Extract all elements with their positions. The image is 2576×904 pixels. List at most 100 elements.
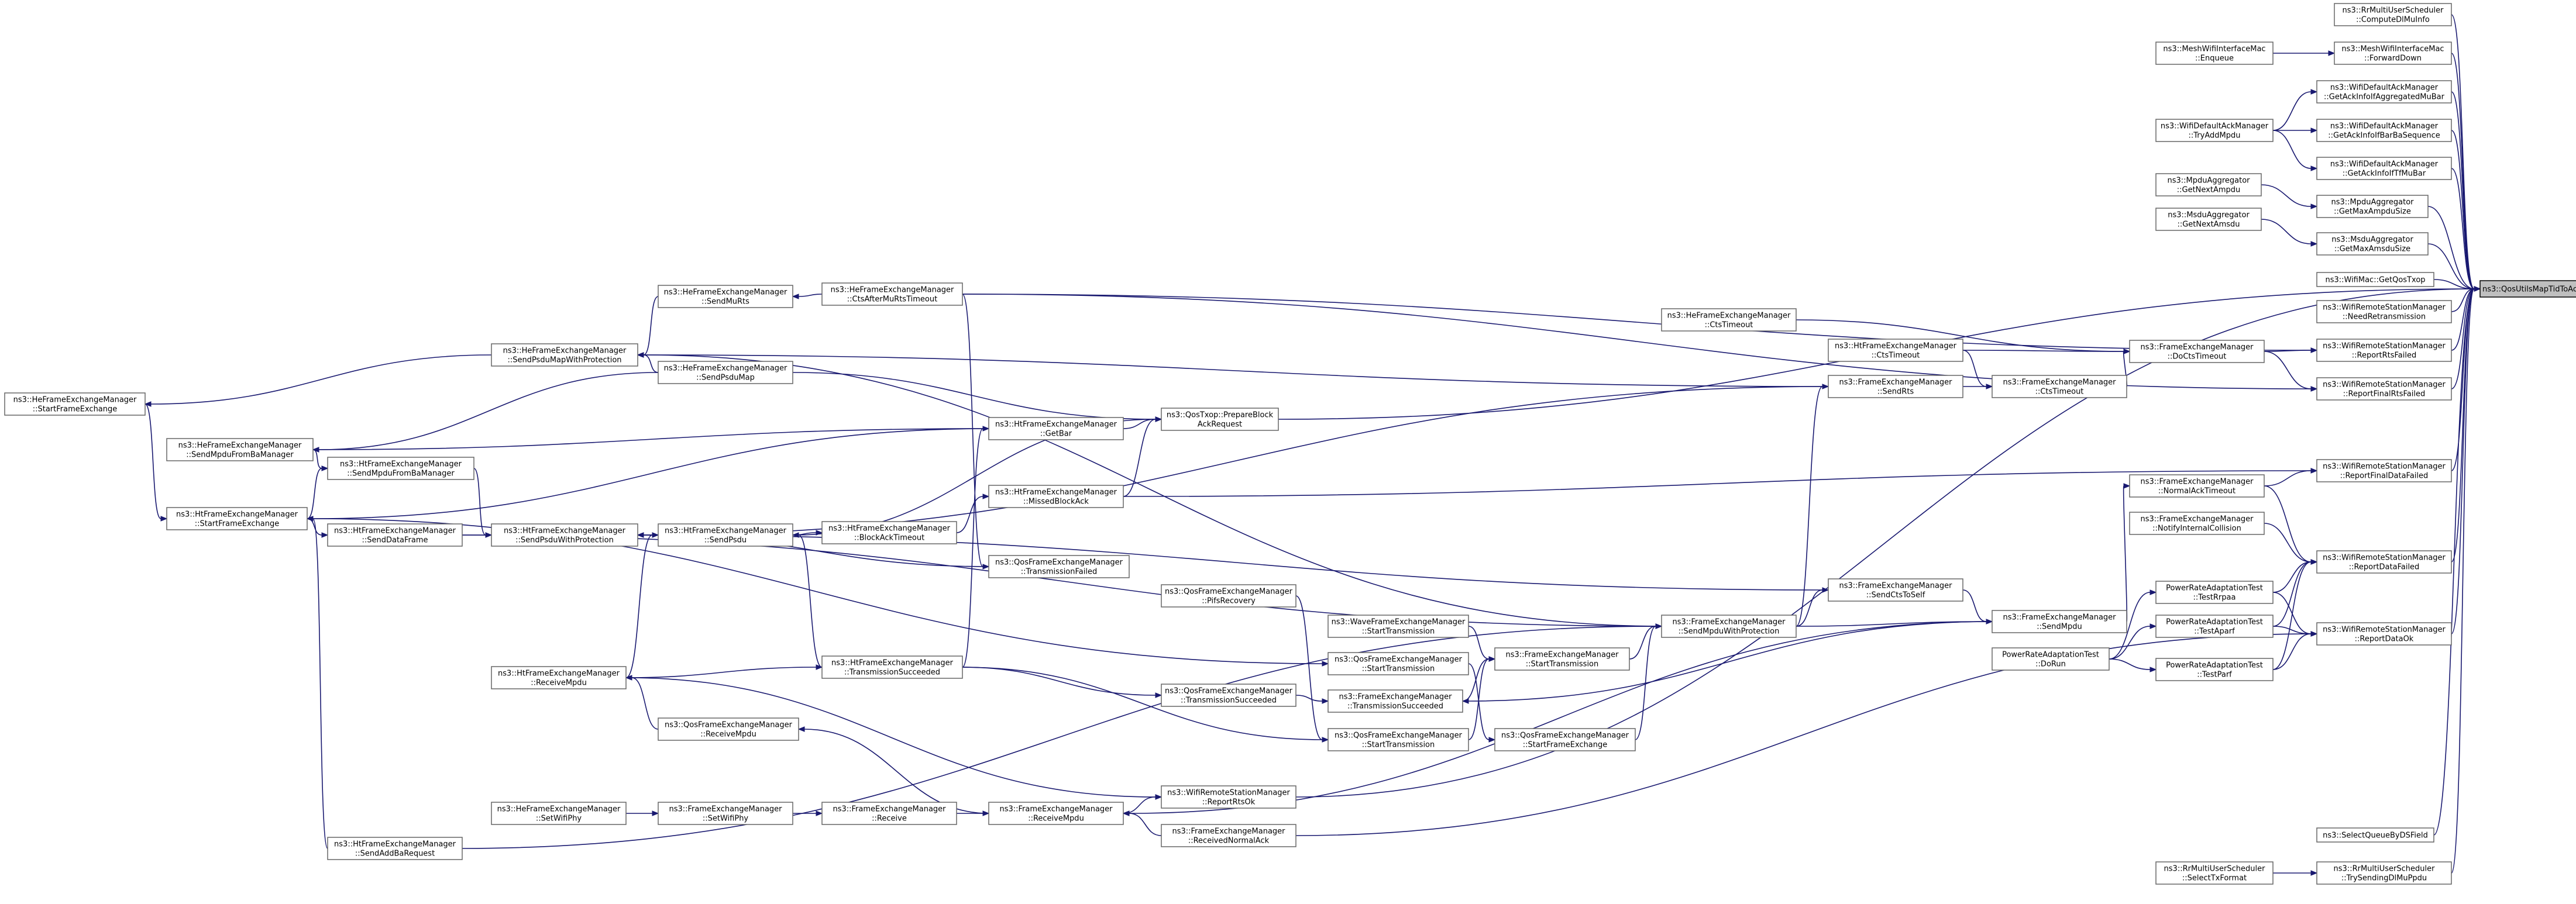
function-node-fem-recv-mpdu[interactable]: ns3::FrameExchangeManager::ReceiveMpdu [988,802,1124,825]
function-node-rsm-rts-failed[interactable]: ns3::WifiRemoteStationManager::ReportRts… [2316,339,2452,362]
call-edge-pra-test-aparf-to-rsm-data-failed [2272,559,2318,627]
function-node-ht-send-add-ba[interactable]: ns3::HtFrameExchangeManager::SendAddBaRe… [327,837,463,860]
function-node-mesh-enq[interactable]: ns3::MeshWifiInterfaceMac::Enqueue [2155,42,2274,65]
function-node-qos-start-tx-a[interactable]: ns3::QosFrameExchangeManager::StartTrans… [1327,652,1469,675]
function-node-he-send-mu-rts[interactable]: ns3::HeFrameExchangeManager::SendMuRts [658,285,793,308]
node-label-line: AckRequest [1198,420,1242,429]
function-node-pra-test-rraa[interactable]: PowerRateAdaptationTest::TestRrpaa [2155,581,2274,604]
function-node-wifi-mac-qos[interactable]: ns3::WifiMac::GetQosTxop [2316,272,2434,287]
function-node-ack-try-add[interactable]: ns3::WifiDefaultAckManager::TryAddMpdu [2155,119,2274,142]
edge-line [804,729,989,814]
function-node-pra-do-run[interactable]: PowerRateAdaptationTest::DoRun [1992,647,2110,671]
function-node-mpdu-max[interactable]: ns3::MpduAggregator::GetMaxAmpduSize [2316,195,2429,218]
function-node-rsm-data-failed[interactable]: ns3::WifiRemoteStationManager::ReportDat… [2316,550,2452,574]
function-node-qos-start-tx-b[interactable]: ns3::QosFrameExchangeManager::StartTrans… [1327,728,1469,751]
call-edge-mesh-enq-to-mesh-fwd [2273,50,2336,56]
function-node-ht-batimeout[interactable]: ns3::HtFrameExchangeManager::BlockAckTim… [821,521,957,544]
function-node-rsm-data-ok[interactable]: ns3::WifiRemoteStationManager::ReportDat… [2316,622,2452,646]
function-node-he-send-psdu-map[interactable]: ns3::HeFrameExchangeManager::SendPsduMap [658,361,793,384]
function-node-rsm-final-data[interactable]: ns3::WifiRemoteStationManager::ReportFin… [2316,459,2452,482]
function-node-he-cts-timeout[interactable]: ns3::HeFrameExchangeManager::CtsTimeout [1661,308,1797,332]
function-node-ht-recv-mpdu[interactable]: ns3::HtFrameExchangeManager::ReceiveMpdu [491,666,627,689]
function-node-fem-send-mpdu[interactable]: ns3::FrameExchangeManager::SendMpdu [1992,610,2127,633]
function-node-rsm-need-retx[interactable]: ns3::WifiRemoteStationManager::NeedRetra… [2316,300,2452,323]
node-label-line: ::ReportFinalRtsFailed [2343,390,2425,399]
call-edge-rsm-rts-ok-to-qos-utils-map-tid-to-ac [1295,286,2481,798]
function-node-fem-recv-normal-ack[interactable]: ns3::FrameExchangeManager::ReceivedNorma… [1161,824,1296,847]
function-node-fem-set-phy[interactable]: ns3::FrameExchangeManager::SetWifiPhy [658,802,793,825]
function-node-fem-send-cts-self[interactable]: ns3::FrameExchangeManager::SendCtsToSelf [1828,578,1963,602]
function-node-fem-start-tx[interactable]: ns3::FrameExchangeManager::StartTransmis… [1494,647,1630,671]
function-node-ht-send-psdu-prot[interactable]: ns3::HtFrameExchangeManager::SendPsduWit… [491,523,638,547]
node-box [821,521,957,544]
function-node-qos-recv-mpdu[interactable]: ns3::QosFrameExchangeManager::ReceiveMpd… [658,717,799,741]
function-node-fem-normal-ack[interactable]: ns3::FrameExchangeManager::NormalAckTime… [2129,474,2265,498]
function-node-ack-mu-bar[interactable]: ns3::WifiDefaultAckManager::GetAckInfoIf… [2316,80,2452,103]
function-node-he-send-mpdu-ba[interactable]: ns3::HeFrameExchangeManager::SendMpduFro… [166,438,314,461]
function-node-msdu-get-next[interactable]: ns3::MsduAggregator::GetNextAmsdu [2155,208,2262,231]
function-node-ht-cts-timeout[interactable]: ns3::HtFrameExchangeManager::CtsTimeout [1828,339,1963,362]
call-edge-qos-start-tx-b-to-fem-start-tx [1468,656,1496,740]
function-node-mpdu-get-next[interactable]: ns3::MpduAggregator::GetNextAmpdu [2155,173,2262,196]
edge-line [2261,184,2312,207]
node-label-line: ::ReportDataFailed [2349,563,2420,572]
edge-line [2451,288,2475,312]
arrowhead-icon [637,352,644,358]
function-node-qos-tx-failed[interactable]: ns3::QosFrameExchangeManager::Transmissi… [988,555,1130,578]
node-label-line: ::SendMpduFromBaManager [186,451,294,460]
function-node-ack-bar-seq[interactable]: ns3::WifiDefaultAckManager::GetAckInfoIf… [2316,119,2452,142]
node-box [1327,689,1463,713]
node-label-line: ns3::WifiRemoteStationManager [2323,381,2446,389]
function-node-rsm-final-rts[interactable]: ns3::WifiRemoteStationManager::ReportFin… [2316,377,2452,401]
function-node-ht-missed-ba[interactable]: ns3::HtFrameExchangeManager::MissedBlock… [988,485,1124,508]
function-node-ht-tx-succ[interactable]: ns3::HtFrameExchangeManager::Transmissio… [821,655,963,679]
function-node-rr-try-send-dl[interactable]: ns3::RrMultiUserScheduler::TrySendingDlM… [2316,861,2452,885]
function-node-fem-receive[interactable]: ns3::FrameExchangeManager::Receive [821,802,957,825]
function-node-fem-do-cts[interactable]: ns3::FrameExchangeManager::DoCtsTimeout [2129,340,2265,363]
function-node-qos-fem-start-fe[interactable]: ns3::QosFrameExchangeManager::StartFrame… [1494,728,1636,751]
function-node-ht-start-fe[interactable]: ns3::HtFrameExchangeManager::StartFrameE… [166,507,308,530]
function-node-fem-send-mpdu-prot[interactable]: ns3::FrameExchangeManager::SendMpduWithP… [1661,615,1797,638]
function-node-he-send-psdu-map-prot[interactable]: ns3::HeFrameExchangeManager::SendPsduMap… [491,343,638,367]
root-node-qos-utils-map-tid-to-ac[interactable]: ns3::QosUtilsMapTidToAc [2479,280,2576,298]
node-box [2316,459,2452,482]
function-node-ht-send-data[interactable]: ns3::HtFrameExchangeManager::SendDataFra… [327,523,463,547]
call-edge-ht-get-bar-to-he-send-mpdu-ba [312,428,989,453]
function-node-qos-pifs[interactable]: ns3::QosFrameExchangeManager::PifsRecove… [1161,584,1296,608]
function-node-he-set-phy[interactable]: ns3::HeFrameExchangeManager::SetWifiPhy [491,802,627,825]
node-label-line: ::SendRts [1877,388,1914,396]
call-edge-ack-try-add-to-ack-mu-bar [2272,89,2318,131]
function-node-ht-send-psdu[interactable]: ns3::HtFrameExchangeManager::SendPsdu [658,523,793,547]
edge-line [1962,350,2124,352]
function-node-ack-tf-mu-bar[interactable]: ns3::WifiDefaultAckManager::GetAckInfoIf… [2316,157,2452,180]
function-node-ht-send-mpdu-ba[interactable]: ns3::HtFrameExchangeManager::SendMpduFro… [327,457,474,480]
function-node-rr-compute[interactable]: ns3::RrMultiUserScheduler::ComputeDlMuIn… [2334,3,2452,26]
node-label-line: ::SendDataFrame [362,536,428,545]
node-box [2316,550,2452,574]
function-node-mesh-fwd[interactable]: ns3::MeshWifiInterfaceMac::ForwardDown [2334,42,2452,65]
function-node-wave-start-tx[interactable]: ns3::WaveFrameExchangeManager::StartTran… [1327,615,1469,638]
edge-line [2451,288,2475,471]
node-label-line: ::BlockAckTimeout [854,534,924,543]
function-node-fem-send-rts[interactable]: ns3::FrameExchangeManager::SendRts [1828,375,1963,398]
function-node-pra-test-aparf[interactable]: PowerRateAdaptationTest::TestAparf [2155,615,2274,638]
function-node-select-queue[interactable]: ns3::SelectQueueByDSField [2316,827,2434,843]
arrowhead-icon [2328,50,2336,56]
function-node-rr-select-tx[interactable]: ns3::RrMultiUserScheduler::SelectTxForma… [2155,861,2274,885]
function-node-rsm-rts-ok[interactable]: ns3::WifiRemoteStationManager::ReportRts… [1161,785,1296,809]
function-node-msdu-max[interactable]: ns3::MsduAggregator::GetMaxAmsduSize [2316,232,2429,256]
function-node-fem-cts-timeout[interactable]: ns3::FrameExchangeManager::CtsTimeout [1992,375,2127,398]
node-label-line: ns3::FrameExchangeManager [1839,378,1952,387]
function-node-fem-tx-succ[interactable]: ns3::FrameExchangeManager::TransmissionS… [1327,689,1463,713]
function-node-ht-get-bar[interactable]: ns3::HtFrameExchangeManager::GetBar [988,417,1124,440]
function-node-fem-notify-coll[interactable]: ns3::FrameExchangeManager::NotifyInterna… [2129,512,2265,535]
function-node-he-start-fe[interactable]: ns3::HeFrameExchangeManager::StartFrameE… [4,392,146,416]
node-box [658,717,799,741]
node-label-line: ::StartTransmission [1362,627,1435,636]
function-node-qos-tx-succ[interactable]: ns3::QosFrameExchangeManager::Transmissi… [1161,684,1296,707]
function-node-he-cts-after-mu-rts[interactable]: ns3::HeFrameExchangeManager::CtsAfterMuR… [821,282,963,306]
call-edge-fem-send-rts-to-fem-cts-timeout [1963,384,1993,389]
arrowhead-icon [1488,737,1496,743]
function-node-pra-test-parf[interactable]: PowerRateAdaptationTest::TestParf [2155,658,2274,681]
